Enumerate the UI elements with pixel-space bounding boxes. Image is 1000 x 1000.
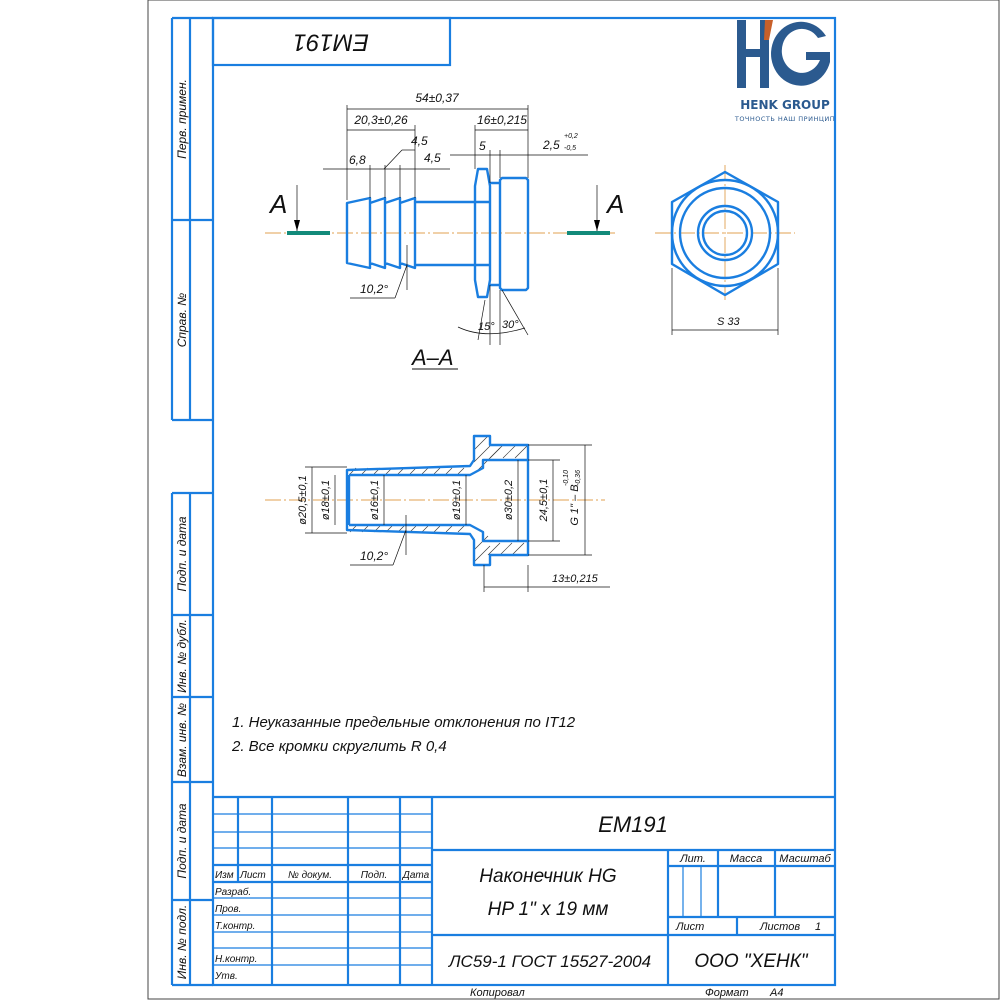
format-label: Формат: [705, 987, 749, 999]
format-value: А4: [769, 987, 783, 999]
header-doc-no: № докум.: [288, 870, 332, 881]
dim-barb-angle: 10,2°: [360, 282, 388, 296]
side-label: Взам. инв. №: [175, 703, 189, 777]
product-name-line2: HP 1" х 19 мм: [488, 899, 609, 920]
dim-d5: ø30±0,2: [503, 480, 515, 520]
header-izm: Изм: [215, 870, 234, 881]
dim-chamfer-b: 30°: [502, 319, 519, 331]
dim-thread-lower: -0,36: [575, 470, 582, 486]
dim-thread-runout-upper: +0,2: [564, 133, 578, 140]
designation: EM191: [598, 812, 668, 837]
dim-d1: ø20,5±0,1: [297, 475, 309, 524]
note-2: 2. Все кромки скруглить R 0,4: [231, 738, 447, 755]
product-name-line1: Наконечник HG: [479, 866, 616, 887]
side-label: Инв. № дубл.: [175, 619, 189, 693]
dim-d6: 24,5±0,1: [538, 479, 550, 523]
company-logo: HENK GROUP ТОЧНОСТЬ НАШ ПРИНЦИП: [734, 20, 835, 123]
header-date: Дата: [402, 870, 430, 881]
dim-barb-angle-section: 10,2°: [360, 549, 388, 563]
sheet-border: [147, 0, 1000, 1000]
side-labels: Перв. примен. Справ. № Подп. и дата Инв.…: [175, 79, 189, 979]
side-label: Перв. примен.: [175, 79, 189, 159]
dim-nut-length: 16±0,215: [477, 113, 527, 127]
dim-chamfer-a: 15°: [478, 321, 495, 333]
dim-hex-width: 5: [479, 139, 486, 153]
cut-mark-left: А: [268, 189, 287, 219]
scale-label: Масштаб: [779, 853, 831, 865]
drawing-frame: [170, 16, 837, 987]
logo-tagline: ТОЧНОСТЬ НАШ ПРИНЦИП: [734, 115, 835, 123]
dim-d3: ø16±0,1: [369, 480, 381, 520]
end-view: S 33: [655, 165, 795, 335]
copied-label: Копировал: [470, 987, 525, 999]
cut-mark-right: А: [605, 189, 624, 219]
dim-step-b: 4,5: [424, 151, 441, 165]
section-label: А–А: [410, 345, 454, 370]
logo-name: HENK GROUP: [740, 98, 830, 112]
header-sign: Подп.: [361, 870, 388, 881]
dim-thread-runout-lower: -0,5: [564, 145, 576, 152]
role-tech-control: Т.контр.: [215, 921, 255, 932]
side-label: Подп. и дата: [175, 803, 189, 878]
dim-d4: ø19±0,1: [451, 480, 463, 520]
dim-thread-runout: 2,5: [542, 138, 560, 152]
dim-barb-length: 20,3±0,26: [353, 113, 408, 127]
side-label: Подп. и дата: [175, 516, 189, 591]
side-label: Инв. № подл.: [175, 905, 189, 979]
mass-label: Масса: [730, 853, 763, 865]
dim-hex-size: S 33: [717, 316, 741, 328]
note-1: 1. Неуказанные предельные отклонения по …: [232, 714, 576, 731]
role-developer: Разраб.: [215, 886, 251, 898]
role-checker: Пров.: [215, 904, 241, 915]
dim-thread-upper: -0,10: [563, 470, 570, 486]
company: ООО "ХЕНК": [694, 951, 809, 972]
role-norm-control: Н.контр.: [215, 954, 257, 965]
header-list: Лист: [239, 870, 266, 881]
dim-step-a: 4,5: [411, 134, 428, 148]
dim-d2: ø18±0,1: [320, 480, 332, 520]
dim-overall: 54±0,37: [415, 91, 460, 105]
role-approved: Утв.: [214, 971, 238, 982]
lit-label: Лит.: [679, 853, 706, 865]
title-block: Изм Лист № докум. Подп. Дата Разраб. Про…: [213, 795, 835, 999]
side-label: Справ. №: [175, 293, 189, 348]
sheets-label: Листов: [759, 921, 800, 933]
side-view: А А 54±0,37 20,3±0,26 16±0,215 4,5 4,5 6…: [265, 91, 624, 370]
material: ЛС59-1 ГОСТ 15527-2004: [448, 952, 651, 971]
sheet-label: Лист: [675, 921, 704, 933]
dim-nut-depth: 13±0,215: [552, 573, 599, 585]
rotated-designation: EM191: [293, 29, 369, 56]
dim-thread: G 1" – B: [569, 484, 581, 525]
section-view: ø20,5±0,1 ø18±0,1 ø16±0,1 ø19±0,1 ø30±0,…: [265, 434, 610, 592]
dim-barb-first: 6,8: [349, 153, 366, 167]
sheets-count: 1: [815, 921, 821, 933]
